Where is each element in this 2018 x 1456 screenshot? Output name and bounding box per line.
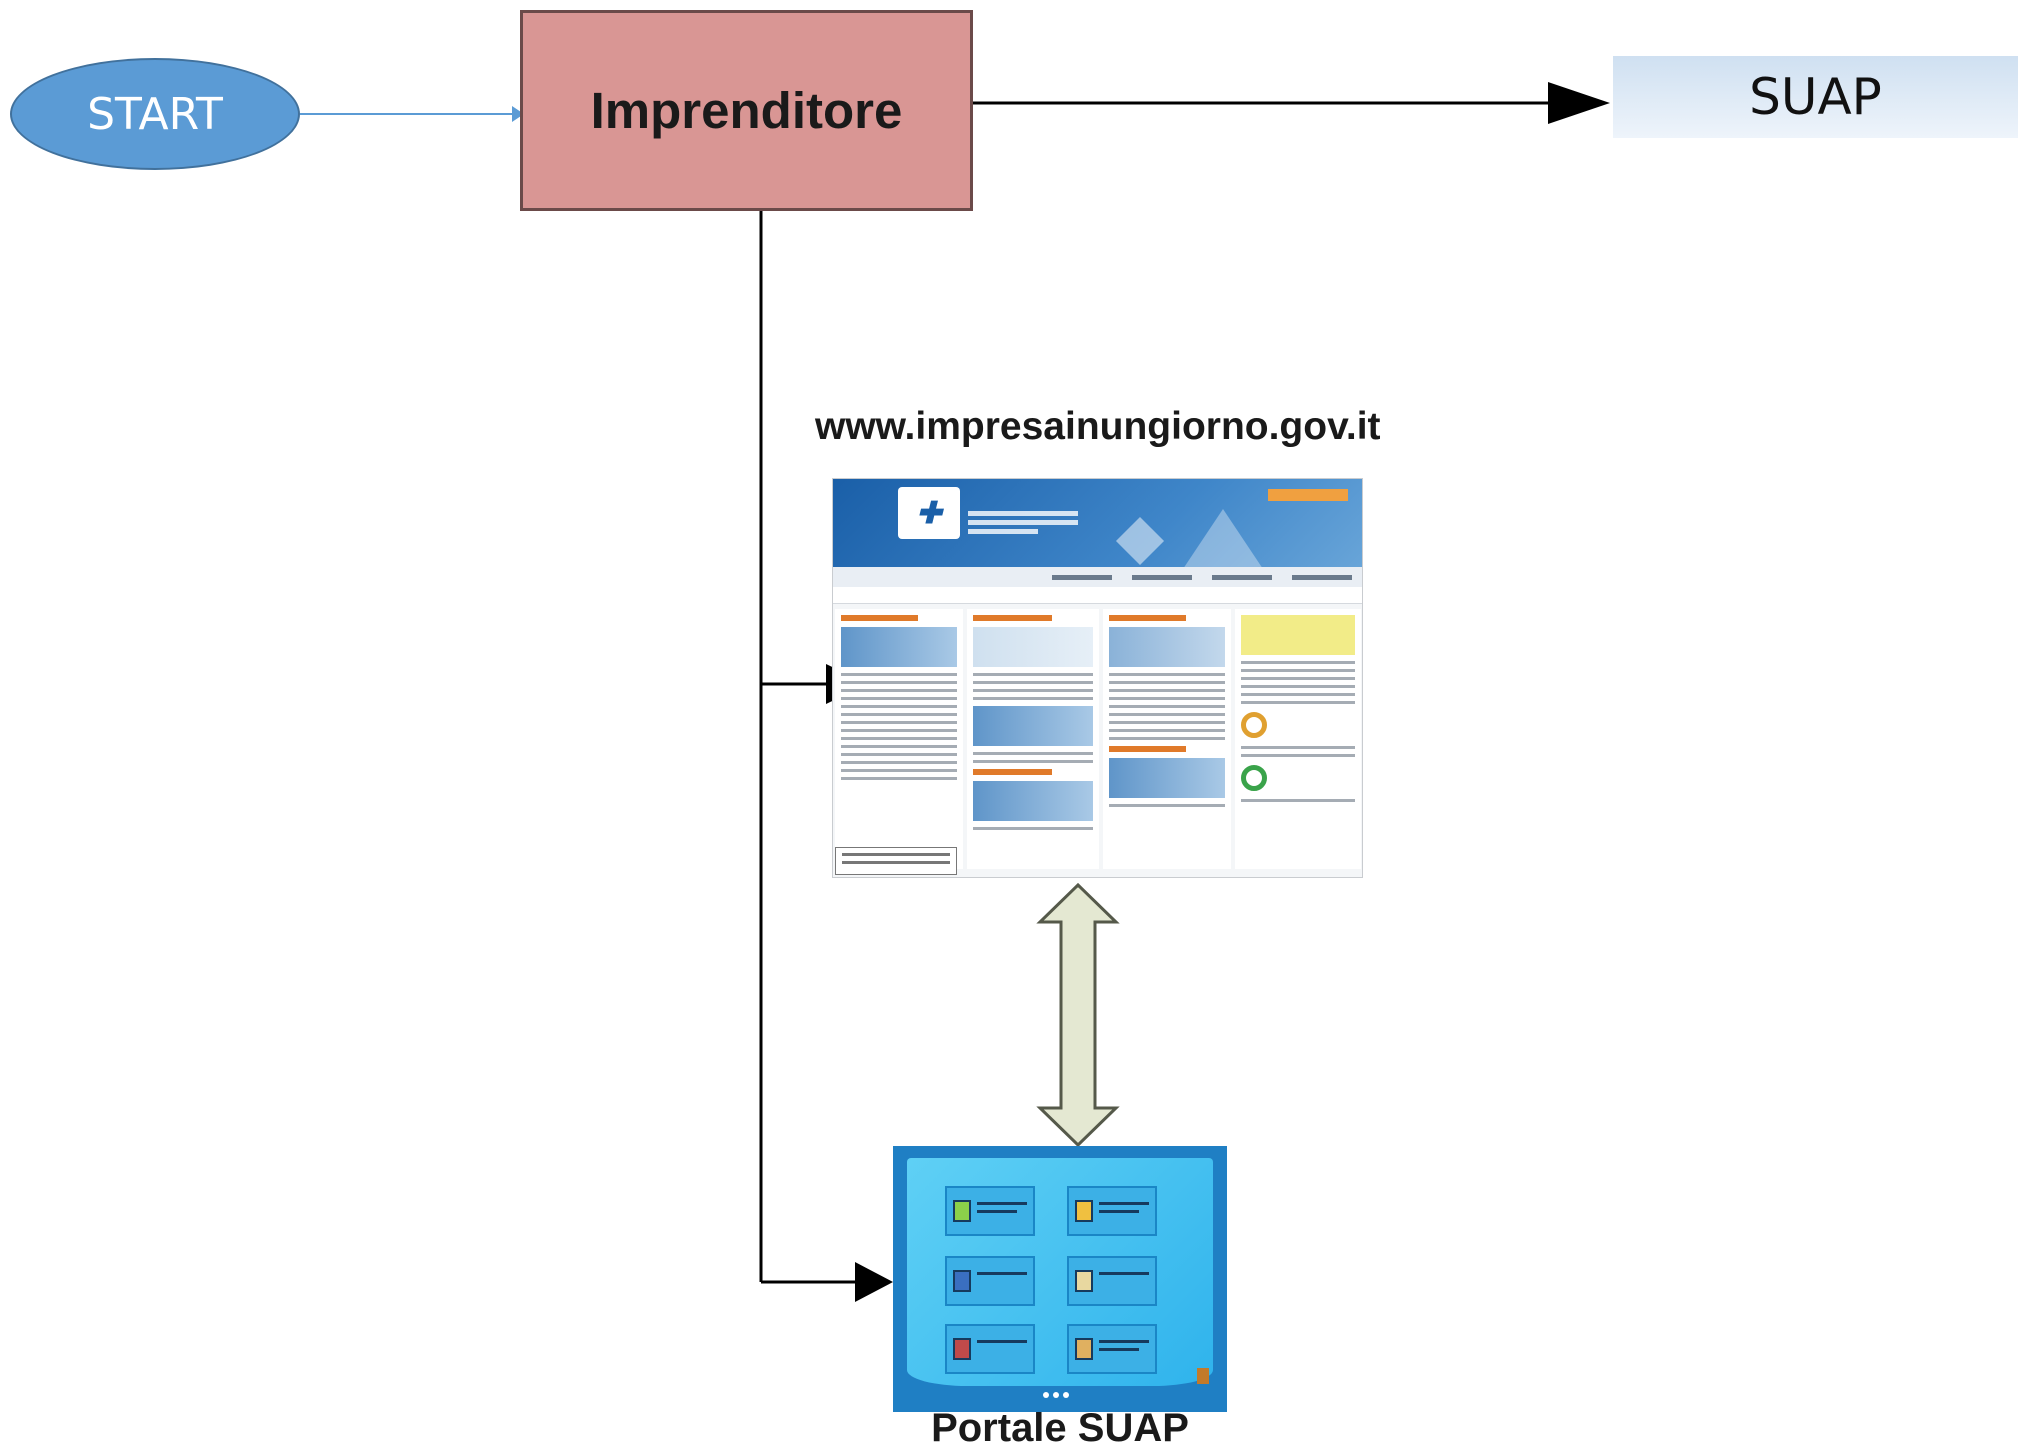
website-logo-icon: ✚ <box>898 487 960 539</box>
double-arrow-website-portal <box>1036 882 1120 1148</box>
website-thumb-watermark <box>835 847 957 875</box>
website-decoration-icon <box>1183 509 1263 569</box>
website-column <box>1235 609 1361 869</box>
start-label: START <box>87 88 223 140</box>
portal-tile <box>1067 1186 1157 1236</box>
portal-pager-icon <box>1043 1392 1077 1400</box>
website-badge-icon <box>1241 712 1267 738</box>
website-column <box>1103 609 1231 869</box>
website-badge-icon <box>1241 765 1267 791</box>
start-node: START <box>10 58 300 170</box>
website-url-label: www.impresainungiorno.gov.it <box>815 405 1381 448</box>
portal-label: Portale SUAP <box>931 1406 1189 1450</box>
arrowhead-start-imprenditore <box>512 106 524 122</box>
arrowhead-to-portal <box>855 1262 893 1302</box>
portal-tile <box>1067 1324 1157 1374</box>
portal-tile <box>945 1324 1035 1374</box>
website-search-icon <box>1268 489 1348 501</box>
suap-node: SUAP <box>1613 56 2018 138</box>
portal-corner-icon <box>1197 1368 1209 1384</box>
imprenditore-label: Imprenditore <box>590 82 903 139</box>
imprenditore-node: Imprenditore <box>520 10 973 211</box>
arrowhead-imprenditore-suap <box>1548 82 1610 124</box>
website-header: ✚ <box>833 479 1362 579</box>
website-decoration-icon <box>1115 516 1165 566</box>
portal-screenshot <box>893 1146 1227 1412</box>
website-screenshot: ✚ <box>832 478 1363 878</box>
suap-label: SUAP <box>1749 68 1882 126</box>
portal-screen <box>907 1158 1213 1386</box>
website-column <box>835 609 963 869</box>
website-column <box>967 609 1099 869</box>
website-nav <box>833 567 1362 587</box>
portal-tile <box>945 1256 1035 1306</box>
portal-tile <box>945 1186 1035 1236</box>
portal-tile <box>1067 1256 1157 1306</box>
website-tagline <box>968 507 1078 538</box>
website-subnav <box>833 587 1362 604</box>
